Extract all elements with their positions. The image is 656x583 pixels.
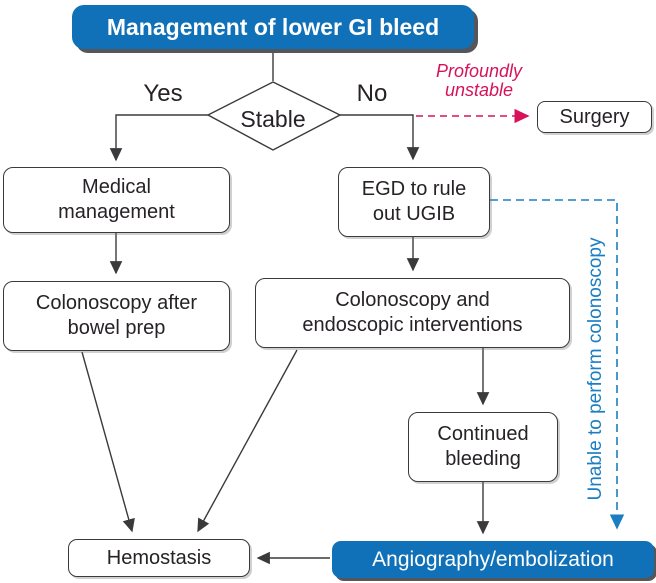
prep-line1: Colonoscopy after xyxy=(35,292,198,314)
title-banner: Management of lower GI bleed xyxy=(72,5,474,49)
edge-yes-to-medical xyxy=(109,114,208,162)
node-colonoscopy-endoscopic: Colonoscopy and endoscopic interventions xyxy=(255,278,570,348)
node-egd: EGD to rule out UGIB xyxy=(338,167,490,237)
node-colonoscopy-prep: Colonoscopy after bowel prep xyxy=(3,281,230,351)
profoundly-unstable-line2: unstable xyxy=(444,80,514,100)
title-text: Management of lower GI bleed xyxy=(106,13,440,40)
decision-diamond xyxy=(206,81,342,151)
yes-label: Yes xyxy=(143,80,183,107)
profoundly-unstable-label: Profoundly unstable xyxy=(418,62,540,100)
medical-line2: management xyxy=(58,201,175,223)
continued-line1: Continued xyxy=(437,423,529,445)
node-angiography: Angiography/embolization xyxy=(332,541,654,578)
node-continued-bleeding: Continued bleeding xyxy=(408,412,558,482)
node-medical-management: Medical management xyxy=(3,167,230,233)
edge-egd-to-angio-dashed xyxy=(490,199,625,530)
decision-label: Stable xyxy=(240,106,306,132)
edge-prep-to-hemostasis xyxy=(81,351,135,533)
prep-line2: bowel prep xyxy=(67,317,166,339)
unable-colonoscopy-label: Unable to perform colonoscopy xyxy=(585,237,606,501)
endo-line1: Colonoscopy and xyxy=(335,289,490,311)
hemostasis-text: Hemostasis xyxy=(106,546,212,569)
profoundly-unstable-line1: Profoundly xyxy=(435,61,523,81)
endo-line2: endoscopic interventions xyxy=(302,314,523,336)
egd-line1: EGD to rule xyxy=(361,178,467,200)
edge-no-to-egd xyxy=(340,114,420,161)
node-hemostasis: Hemostasis xyxy=(68,539,250,577)
surgery-text: Surgery xyxy=(559,105,630,128)
no-label: No xyxy=(356,80,388,107)
angiography-text: Angiography/embolization xyxy=(372,547,614,571)
egd-line2: out UGIB xyxy=(372,203,456,225)
edge-endo-to-hemostasis xyxy=(197,349,298,533)
medical-line1: Medical xyxy=(82,176,151,198)
continued-line2: bleeding xyxy=(445,448,521,470)
node-surgery: Surgery xyxy=(537,101,652,133)
